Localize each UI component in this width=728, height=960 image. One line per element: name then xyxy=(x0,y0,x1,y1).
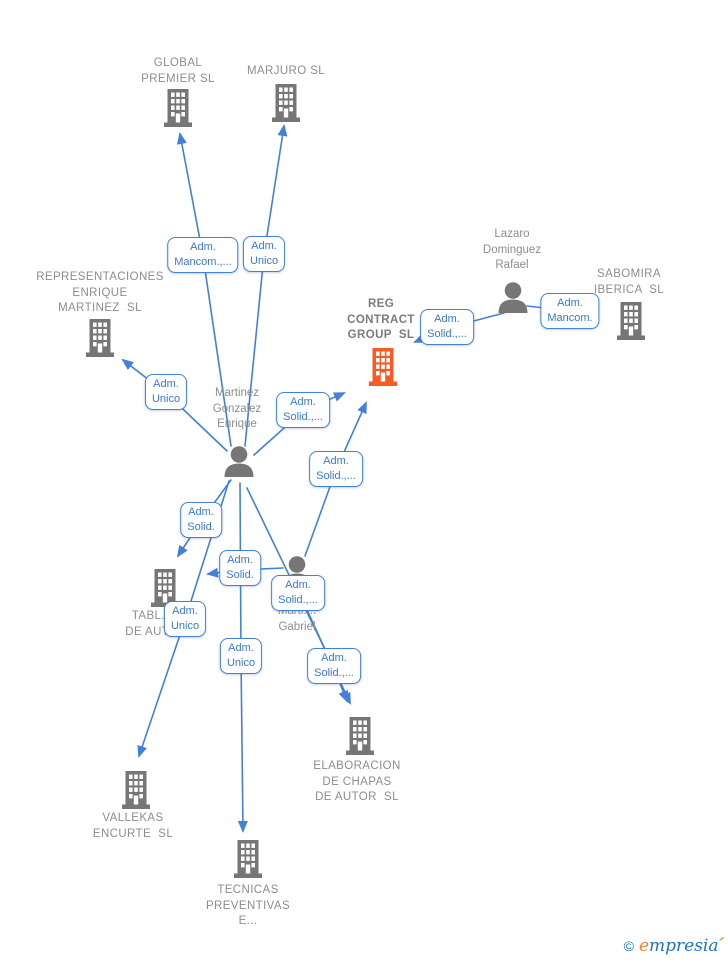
name-line: ELABORACION xyxy=(313,760,401,772)
edge-label-line: Mancom.,... xyxy=(174,255,232,268)
edge-label-line: Solid.,... xyxy=(427,327,467,340)
edge-label-line: Adm. xyxy=(321,652,347,664)
name-line: TABL... xyxy=(131,610,173,622)
company-name: SABOMIRA IBERICA SL xyxy=(539,267,719,298)
edge-label-line: Adm. xyxy=(323,455,349,467)
edge-label-martinez-gonzalez-enrique-to-vallekas-encurte[interactable]: Adm. Unico xyxy=(163,601,207,637)
brand-accent: ´ xyxy=(715,936,725,956)
edge-label-line: Adm. xyxy=(188,506,214,518)
person-icon xyxy=(498,282,528,313)
edge-label-line: Solid. xyxy=(187,520,215,533)
company-name: ELABORACION DE CHAPAS DE AUTOR SL xyxy=(267,759,447,806)
name-line: E... xyxy=(238,915,258,927)
company-name: REG CONTRACT GROUP SL xyxy=(291,297,471,344)
edge-label-marti-gabriel-to-elaboracion-de-chapas[interactable]: Adm. Solid.,... xyxy=(271,575,325,611)
edge-label-martinez-gonzalez-enrique-to-tecnicas-preventivas[interactable]: Adm. Unico xyxy=(219,638,263,674)
edge-label-line: Unico xyxy=(226,656,256,669)
name-line: MARJURO SL xyxy=(246,65,326,77)
brand-rest: mpresia xyxy=(649,936,719,956)
brand-wordmark: empresia´ xyxy=(639,936,724,956)
edge-label-marti-gabriel-to-reg-contract-group[interactable]: Adm. Solid.,... xyxy=(309,451,363,487)
company-name: TECNICAS PREVENTIVAS E... xyxy=(158,883,338,930)
name-line: IBERICA SL xyxy=(593,283,665,296)
name-line: Dominguez xyxy=(482,243,542,256)
edge-label-line: Unico xyxy=(249,254,279,267)
name-line: Enrique xyxy=(217,418,257,430)
name-line: GLOBAL xyxy=(153,57,203,69)
name-line: Gabriel xyxy=(278,620,316,633)
name-line: REG xyxy=(367,298,395,310)
edge-label-line: Solid.,... xyxy=(314,666,354,679)
company-name: MARJURO SL xyxy=(196,64,376,80)
name-line: CONTRACT xyxy=(347,313,415,326)
edge-label-martinez-gonzalez-enrique-to-global-premier[interactable]: Adm. Mancom.,... xyxy=(167,237,239,273)
edge-label-martinez-gonzalez-enrique-to-reg-contract-group[interactable]: Adm. Solid.,... xyxy=(276,392,330,428)
name-line: Rafael xyxy=(495,259,529,271)
name-line: DE AUTOR SL xyxy=(315,791,399,803)
name-line: DE CHAPAS xyxy=(322,775,392,788)
name-line: Gonzalez xyxy=(212,402,262,415)
edge-label-line: Mancom. xyxy=(547,311,593,324)
name-line: TECNICAS xyxy=(217,884,279,896)
edge-label-line: Adm. xyxy=(172,605,198,617)
building-icon xyxy=(122,771,150,809)
edge-label-line: Adm. xyxy=(557,297,583,309)
building-icon xyxy=(164,89,192,127)
name-line: ENCURTE SL xyxy=(92,827,174,840)
edge-label-martinez-gonzalez-enrique-to-marjuro[interactable]: Adm. Unico xyxy=(242,236,286,272)
person-icon xyxy=(224,446,254,477)
building-icon xyxy=(617,302,645,340)
edge-label-line: Adm. xyxy=(153,378,179,390)
edge-label-line: Solid.,... xyxy=(278,593,318,606)
edge-label-lazaro-dominguez-rafael-to-sabomira-iberica[interactable]: Adm. Mancom. xyxy=(540,293,600,329)
empresia-logo[interactable]: © empresia´ xyxy=(624,936,724,956)
edge-label-line: Adm. xyxy=(285,579,311,591)
brand-first-letter: e xyxy=(638,936,649,956)
edge-label-lazaro-dominguez-rafael-to-reg-contract-group[interactable]: Adm. Solid.,... xyxy=(420,309,474,345)
edge-label-line: Adm. xyxy=(290,396,316,408)
name-line: REPRESENTACIONES xyxy=(36,271,164,283)
edge-label-line: Solid. xyxy=(226,568,254,581)
company-name: REPRESENTACIONES ENRIQUE MARTINEZ SL xyxy=(10,270,190,317)
name-line: ENRIQUE xyxy=(72,286,128,299)
name-line: PREVENTIVAS xyxy=(205,899,291,912)
edge-label-marti-gabriel-to-tabl-de-aut[interactable]: Adm. Solid. xyxy=(219,550,261,586)
company-name: GLOBAL PREMIER SL xyxy=(88,56,268,87)
edge-label-line: Adm. xyxy=(228,642,254,654)
building-icon xyxy=(272,84,300,122)
name-line: MARTINEZ SL xyxy=(58,302,142,314)
name-line: GROUP SL xyxy=(347,329,415,341)
edge-label-line: Solid.,... xyxy=(283,410,323,423)
name-line: Lazaro xyxy=(494,228,530,240)
name-line: PREMIER SL xyxy=(141,72,215,85)
building-icon xyxy=(369,348,397,386)
company-name: VALLEKAS ENCURTE SL xyxy=(43,811,223,842)
edge-label-line: Adm. xyxy=(434,313,460,325)
edge-label-martinez-gonzalez-enrique-to-representaciones-enrique-martinez[interactable]: Adm. Unico xyxy=(144,374,188,410)
edge-label-line: Adm. xyxy=(190,241,216,253)
edge-label-line: Adm. xyxy=(251,240,277,252)
building-icon xyxy=(346,717,374,755)
edge-label-line: Unico xyxy=(151,392,181,405)
copyright-icon: © xyxy=(623,938,634,954)
name-line: SABOMIRA xyxy=(597,268,661,280)
edge-label-martinez-gonzalez-enrique-to-elaboracion-de-chapas[interactable]: Adm. Solid.,... xyxy=(307,648,361,684)
name-line: Martinez xyxy=(214,387,260,399)
building-icon xyxy=(234,840,262,878)
edge-label-line: Adm. xyxy=(227,554,253,566)
name-line: VALLEKAS xyxy=(102,812,164,824)
building-icon xyxy=(86,319,114,357)
edge-label-line: Solid.,... xyxy=(316,469,356,482)
edge-label-line: Unico xyxy=(170,619,200,632)
edge-label-martinez-gonzalez-enrique-to-tabl-de-aut[interactable]: Adm. Solid. xyxy=(180,502,222,538)
